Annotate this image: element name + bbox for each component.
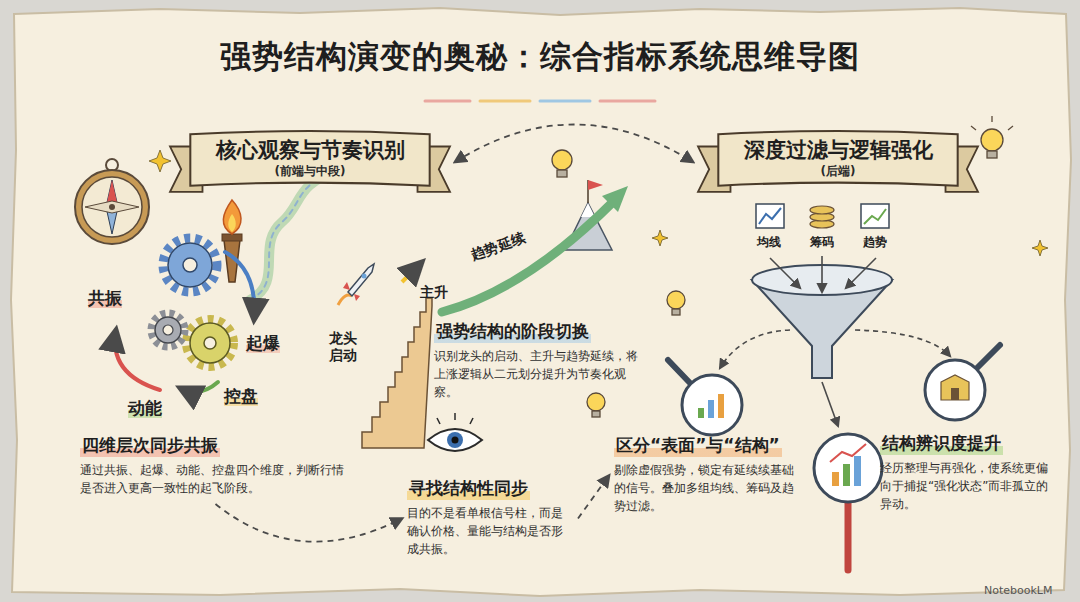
text-block: 寻找结构性同步目的不是看单根信号柱，而是确认价格、量能与结构是否形成共振。 [405, 475, 575, 562]
part-label: 控盘 [224, 386, 258, 406]
block-body: 剔除虚假强势，锁定有延续续基础的信号。叠加多组均线、筹码及趋势过滤。 [614, 461, 802, 515]
part-label: 趋势 [863, 235, 887, 249]
title-dashes [425, 100, 655, 103]
block-body: 识别龙头的启动、主升与趋势延续，将上涨逻辑从二元划分提升为节奏化观察。 [434, 347, 640, 401]
block-body: 目的不是看单根信号柱，而是确认价格、量能与结构是否形成共振。 [407, 504, 573, 558]
road [250, 172, 338, 300]
part-label: 龙头 启动 [328, 330, 358, 364]
block-heading: 区分“表面”与“结构” [614, 434, 782, 457]
magnifiers [668, 345, 1000, 570]
text-block: 区分“表面”与“结构” 剔除虚假强势，锁定有延续续基础的信号。叠加多组均线、筹码及… [612, 432, 804, 519]
part-label: 筹码 [810, 235, 834, 249]
growth-arrows [402, 180, 628, 312]
part-label: 均线 [757, 235, 781, 249]
banner-heading: 核心观察与节奏识别 [198, 138, 422, 163]
block-heading: 四维层次同步共振 [80, 434, 220, 457]
dashed-connector [455, 125, 693, 163]
dashed-connector [578, 475, 609, 518]
rocket [338, 264, 374, 305]
block-body: 经历整理与再强化，使系统更偏向于捕捉“强化状态”而非孤立的异动。 [880, 459, 1058, 513]
text-block: 强势结构的阶段切换识别龙头的启动、主升与趋势延续，将上涨逻辑从二元划分提升为节奏… [432, 318, 642, 405]
cycle-arrows [115, 252, 254, 392]
section-banner: 深度过滤与逻辑强化(后端) [696, 128, 980, 196]
funnel [720, 256, 950, 426]
part-label: 趋势延续 [469, 229, 527, 264]
block-heading: 寻找结构性同步 [407, 477, 530, 500]
part-label: 主升 [420, 284, 448, 301]
torch [222, 200, 242, 282]
stairs [362, 298, 432, 448]
part-label: 共振 [88, 288, 122, 308]
text-block: 结构辨识度提升经历整理与再强化，使系统更偏向于捕捉“强化状态”而非孤立的异动。 [878, 430, 1060, 517]
part-label: 动能 [128, 398, 162, 418]
block-heading: 强势结构的阶段切换 [434, 320, 591, 343]
paper [11, 8, 1071, 596]
page-title: 强势结构演变的奥秘：综合指标系统思维导图 [0, 36, 1080, 78]
text-block: 四维层次同步共振通过共振、起爆、动能、控盘四个维度，判断行情是否进入更高一致性的… [78, 432, 353, 501]
banner-subtitle: (前端与中段) [198, 163, 422, 180]
block-heading: 结构辨识度提升 [880, 432, 1003, 455]
banner-heading: 深度过滤与逻辑强化 [726, 138, 950, 163]
filter-icons [756, 204, 889, 228]
gears [151, 238, 234, 367]
block-body: 通过共振、起爆、动能、控盘四个维度，判断行情是否进入更高一致性的起飞阶段。 [80, 461, 351, 497]
dashed-connector [216, 504, 403, 542]
section-banner: 核心观察与节奏识别(前端与中段) [168, 128, 452, 196]
banner-subtitle: (后端) [726, 163, 950, 180]
compass [75, 159, 149, 244]
eye [428, 413, 482, 451]
part-label: 起爆 [246, 333, 280, 353]
watermark: NotebookLM [984, 584, 1052, 597]
